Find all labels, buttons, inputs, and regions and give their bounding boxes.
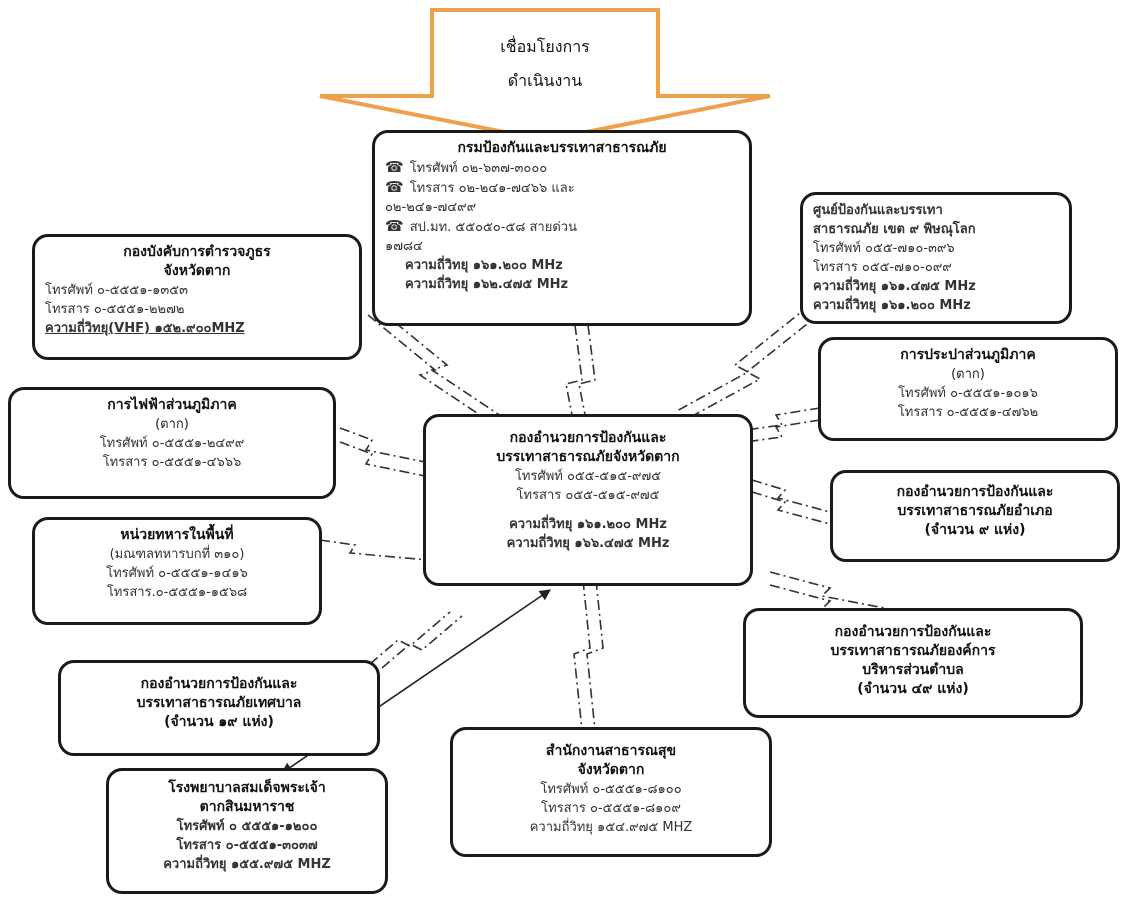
link-dept-b <box>578 324 596 426</box>
link-center9-b <box>686 311 823 420</box>
center-title-2: บรรเทาสาธารณภัยจังหวัดตาก <box>496 449 680 465</box>
center9-radio-1: ความถี่วิทยุ ๑๖๑.๔๗๕ MHz <box>813 279 976 294</box>
health-title-1: สำนักงานสาธารณสุข <box>545 743 677 759</box>
military-title: หน่วยทหารในพื้นที่ <box>120 527 234 543</box>
link-pea <box>339 427 426 463</box>
link-municipal-b <box>381 615 463 669</box>
center9-fax: โทรสาร ๐๕๕-๗๑๐-๐๙๙ <box>813 260 952 275</box>
link-pwa <box>744 407 821 431</box>
box-military: หน่วยทหารในพื้นที่ (มณฑลทหารบกที่ ๓๑๐) โ… <box>32 517 322 625</box>
hospital-phone: โทรศัพท์ ๐ ๕๕๕๑-๑๒๐๐ <box>176 819 318 834</box>
hospital-fax: โทรสาร ๐-๕๕๕๑-๓๐๓๗ <box>176 838 318 853</box>
tao-title-3: บริหารส่วนตำบล <box>862 662 964 678</box>
banner-arrow-outline <box>319 8 771 143</box>
municipal-title-2: บรรเทาสาธารณภัยเทศบาล <box>136 695 302 711</box>
pea-sub: (ตาก) <box>155 417 189 432</box>
dept-phone: โทรศัพท์ ๐๒-๖๓๗-๓๐๐๐ <box>385 158 739 178</box>
pea-phone: โทรศัพท์ ๐-๕๕๕๑-๒๔๙๙ <box>99 436 245 451</box>
banner-line-1: เชื่อมโยงการ <box>500 37 590 56</box>
center9-phone: โทรศัพท์ ๐๕๕-๗๑๐-๓๙๖ <box>813 241 955 256</box>
box-dept: กรมป้องกันและบรรเทาสาธารณภัย โทรศัพท์ ๐๒… <box>372 130 752 326</box>
box-municipal: กองอำนวยการป้องกันและ บรรเทาสาธารณภัยเทศ… <box>58 660 380 756</box>
police-radio: ความถี่วิทยุ(VHF) ๑๕๒.๙๐๐MHZ <box>45 321 245 336</box>
box-center: กองอำนวยการป้องกันและ บรรเทาสาธารณภัยจัง… <box>423 414 753 586</box>
hospital-title-1: โรงพยาบาลสมเด็จพระเจ้า <box>168 780 326 796</box>
banner-label: เชื่อมโยงการ ดำเนินงาน <box>430 30 660 98</box>
tao-title-1: กองอำนวยการป้องกันและ <box>834 624 992 640</box>
health-phone: โทรศัพท์ ๐-๕๕๕๑-๘๑๐๐ <box>540 782 682 797</box>
dept-fax-2: ๐๒-๒๔๑-๗๔๙๙ <box>385 200 477 215</box>
link-dept <box>565 324 583 426</box>
hospital-radio: ความถี่วิทยุ ๑๕๕.๙๗๕ MHZ <box>163 857 331 872</box>
pwa-fax: โทรสาร ๐-๕๕๕๑-๔๗๖๒ <box>897 405 1039 420</box>
pea-fax: โทรสาร ๐-๕๕๕๑-๔๖๖๖ <box>102 455 242 470</box>
link-police-b <box>379 309 508 421</box>
center-radio-1: ความถี่วิทยุ ๑๖๑.๒๐๐ MHz <box>509 517 667 532</box>
box-hospital: โรงพยาบาลสมเด็จพระเจ้า ตากสินมหาราช โทรศ… <box>106 768 388 894</box>
dept-hotline: สป.มท. ๕๕๐๕๐-๕๘ สายด่วน <box>385 217 739 237</box>
link-tao <box>769 571 906 613</box>
military-fax: โทรสาร.๐-๕๕๕๑-๑๕๖๘ <box>106 585 248 600</box>
police-phone: โทรศัพท์ ๐-๕๕๕๑-๑๓๕๓ <box>45 283 189 298</box>
link-municipal <box>369 611 451 665</box>
center9-title-1: ศูนย์ป้องกันและบรรเทา <box>813 203 943 218</box>
dept-fax: โทรสาร ๐๒-๒๔๑-๗๔๖๖ และ <box>385 178 739 198</box>
pwa-sub: (ตาก) <box>951 367 985 382</box>
link-pea-b <box>339 441 426 477</box>
banner-line-2: ดำเนินงาน <box>507 71 583 90</box>
center9-title-2: สาธารณภัย เขต ๙ พิษณุโลก <box>813 222 976 237</box>
box-tao: กองอำนวยการป้องกันและ บรรเทาสาธารณภัยองค… <box>743 608 1083 718</box>
dept-radio-1: ความถี่วิทยุ ๑๖๑.๒๐๐ MHz <box>405 258 563 273</box>
tao-title-2: บรรเทาสาธารณภัยองค์การ <box>830 643 996 659</box>
box-district: กองอำนวยการป้องกันและ บรรเทาสาธารณภัยอำเ… <box>830 470 1120 562</box>
link-military <box>319 539 429 561</box>
pwa-title: การประปาส่วนภูมิภาค <box>900 347 1036 363</box>
link-health <box>573 579 591 731</box>
municipal-title-1: กองอำนวยการป้องกันและ <box>140 676 298 692</box>
health-title-2: จังหวัดตาก <box>577 762 645 778</box>
box-pwa: การประปาส่วนภูมิภาค (ตาก) โทรศัพท์ ๐-๕๕๕… <box>818 337 1118 441</box>
police-title-1: กองบังคับการตำรวจภูธร <box>123 244 271 260</box>
dept-hotline-2: ๑๗๘๔ <box>385 239 423 254</box>
center-title-1: กองอำนวยการป้องกันและ <box>509 430 667 446</box>
link-pwa-b <box>744 419 821 443</box>
district-count: (จำนวน ๙ แห่ง) <box>924 522 1026 538</box>
police-title-2: จังหวัดตาก <box>163 263 231 279</box>
link-center9 <box>674 304 811 413</box>
police-fax: โทรสาร ๐-๕๕๕๑-๒๒๗๒ <box>45 302 185 317</box>
box-pea: การไฟฟ้าส่วนภูมิภาค (ตาก) โทรศัพท์ ๐-๕๕๕… <box>8 387 336 499</box>
link-district <box>751 479 831 513</box>
dept-radio-2: ความถี่วิทยุ ๑๖๒.๔๗๕ MHz <box>405 277 569 292</box>
link-district-b <box>751 491 831 525</box>
box-center9: ศูนย์ป้องกันและบรรเทา สาธารณภัย เขต ๙ พิ… <box>800 192 1072 324</box>
tao-count: (จำนวน ๔๙ แห่ง) <box>857 681 969 697</box>
military-sub: (มณฑลทหารบกที่ ๓๑๐) <box>109 547 245 562</box>
hospital-title-2: ตากสินมหาราช <box>199 799 295 815</box>
district-title-2: บรรเทาสาธารณภัยอำเภอ <box>897 503 1053 519</box>
box-health: สำนักงานสาธารณสุข จังหวัดตาก โทรศัพท์ ๐-… <box>450 727 772 857</box>
center-radio-2: ความถี่วิทยุ ๑๖๖.๔๗๕ MHz <box>506 536 670 551</box>
center-fax: โทรสาร ๐๕๕-๕๑๕-๙๗๕ <box>516 488 660 503</box>
center-phone: โทรศัพท์ ๐๕๕-๕๑๕-๙๗๕ <box>514 469 662 484</box>
military-phone: โทรศัพท์ ๐-๕๕๕๑-๑๔๑๖ <box>106 566 248 581</box>
pwa-phone: โทรศัพท์ ๐-๕๕๕๑-๑๐๑๖ <box>898 386 1038 401</box>
link-police <box>367 314 496 426</box>
box-police: กองบังคับการตำรวจภูธร จังหวัดตาก โทรศัพท… <box>32 234 362 360</box>
dept-title: กรมป้องกันและบรรเทาสาธารณภัย <box>457 140 667 156</box>
link-health-b <box>586 579 604 731</box>
pea-title: การไฟฟ้าส่วนภูมิภาค <box>107 397 237 413</box>
health-radio: ความถี่วิทยุ ๑๕๔.๙๗๕ MHZ <box>529 820 693 835</box>
municipal-count: (จำนวน ๑๙ แห่ง) <box>164 714 274 730</box>
district-title-1: กองอำนวยการป้องกันและ <box>896 484 1054 500</box>
health-fax: โทรสาร ๐-๕๕๕๑-๘๑๐๙ <box>541 801 681 816</box>
center9-radio-2: ความถี่วิทยุ ๑๖๑.๒๐๐ MHz <box>813 298 971 313</box>
